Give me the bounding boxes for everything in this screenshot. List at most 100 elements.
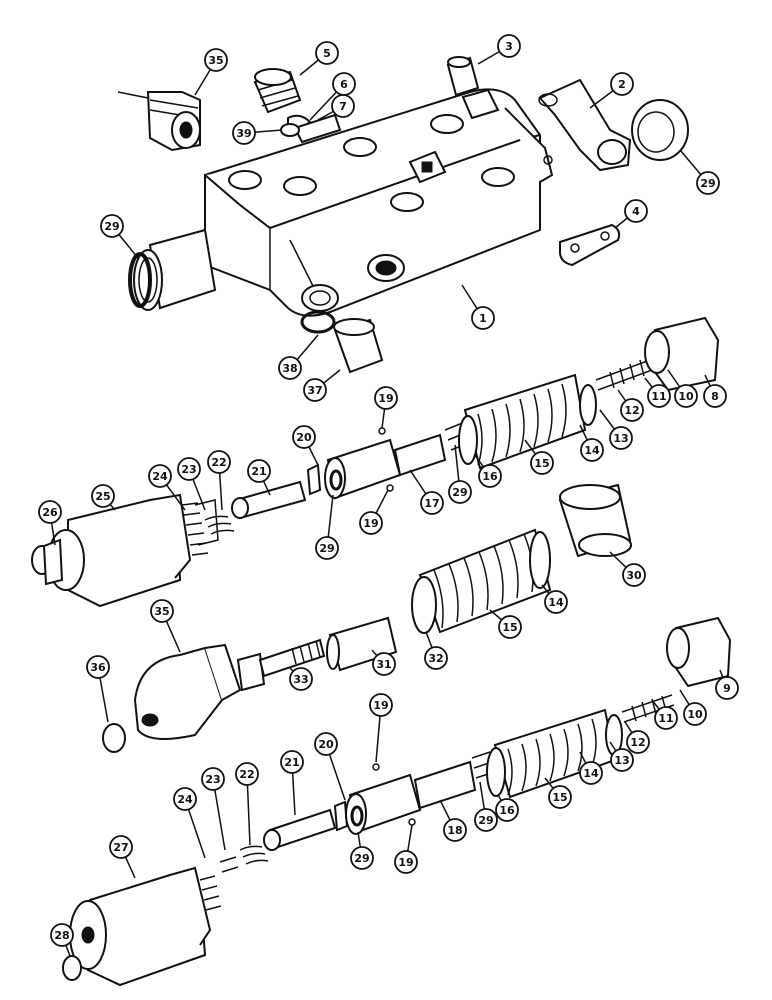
callout-circle bbox=[654, 706, 678, 730]
callout-23: 23 bbox=[177, 457, 201, 481]
callout-14: 14 bbox=[579, 761, 603, 785]
callout-circle bbox=[394, 850, 418, 874]
callout-number: 7 bbox=[339, 100, 347, 113]
callout-circle bbox=[315, 536, 339, 560]
o-ring-38 bbox=[300, 310, 336, 334]
callout-28: 28 bbox=[50, 923, 74, 947]
callout-11: 11 bbox=[654, 706, 678, 730]
callout-number: 11 bbox=[651, 390, 666, 403]
lower-spool-assembly bbox=[69, 616, 732, 987]
callout-number: 39 bbox=[236, 127, 251, 140]
callout-number: 25 bbox=[95, 490, 110, 503]
callout-32: 32 bbox=[424, 646, 448, 670]
callout-20: 20 bbox=[314, 732, 338, 756]
callout-19: 19 bbox=[359, 511, 383, 535]
callout-number: 10 bbox=[678, 390, 694, 403]
callout-number: 16 bbox=[482, 470, 498, 483]
callout-number: 31 bbox=[376, 658, 391, 671]
callout-circle bbox=[474, 808, 498, 832]
callout-14: 14 bbox=[580, 438, 604, 462]
callout-circle bbox=[38, 500, 62, 524]
callout-17: 17 bbox=[420, 491, 444, 515]
callout-20: 20 bbox=[292, 425, 316, 449]
callout-circle bbox=[622, 563, 646, 587]
callout-circle bbox=[91, 484, 115, 508]
callout-number: 28 bbox=[54, 929, 69, 942]
callout-number: 13 bbox=[614, 754, 629, 767]
callout-15: 15 bbox=[530, 451, 554, 475]
callout-24: 24 bbox=[173, 787, 197, 811]
callout-29: 29 bbox=[474, 808, 498, 832]
callout-number: 38 bbox=[282, 362, 297, 375]
callout-number: 29 bbox=[478, 814, 493, 827]
callout-number: 14 bbox=[548, 596, 564, 609]
callout-33: 33 bbox=[289, 667, 313, 691]
callout-circle bbox=[498, 615, 522, 639]
callout-circle bbox=[109, 835, 133, 859]
callout-1: 1 bbox=[471, 306, 495, 330]
callout-31: 31 bbox=[372, 652, 396, 676]
callout-number: 8 bbox=[711, 390, 719, 403]
callout-number: 19 bbox=[363, 517, 378, 530]
callout-circle bbox=[278, 356, 302, 380]
callout-25: 25 bbox=[91, 484, 115, 508]
callout-circle bbox=[715, 676, 739, 700]
callout-number: 35 bbox=[154, 605, 169, 618]
callout-circle bbox=[50, 923, 74, 947]
callout-circle bbox=[530, 451, 554, 475]
callout-2: 2 bbox=[610, 72, 634, 96]
callout-38: 38 bbox=[278, 356, 302, 380]
callout-circle bbox=[448, 480, 472, 504]
callout-circle bbox=[201, 767, 225, 791]
callout-circle bbox=[177, 457, 201, 481]
callout-number: 37 bbox=[307, 384, 322, 397]
callout-36: 36 bbox=[86, 655, 110, 679]
callout-number: 23 bbox=[205, 773, 220, 786]
callout-number: 20 bbox=[296, 431, 312, 444]
callout-number: 29 bbox=[104, 220, 119, 233]
callout-circle bbox=[478, 464, 502, 488]
callout-circle bbox=[303, 378, 327, 402]
callout-circle bbox=[609, 426, 633, 450]
callout-circle bbox=[280, 750, 304, 774]
callout-number: 19 bbox=[398, 856, 413, 869]
callout-number: 29 bbox=[700, 177, 715, 190]
plug-37 bbox=[333, 318, 384, 374]
callout-15: 15 bbox=[498, 615, 522, 639]
callout-circle bbox=[579, 761, 603, 785]
cap-nut-35 bbox=[133, 643, 242, 740]
callout-number: 15 bbox=[534, 457, 549, 470]
bolt-33 bbox=[236, 638, 326, 692]
callout-number: 14 bbox=[583, 767, 599, 780]
callout-circle bbox=[369, 693, 393, 717]
callout-11: 11 bbox=[647, 384, 671, 408]
callout-19: 19 bbox=[369, 693, 393, 717]
valve-body bbox=[133, 88, 554, 317]
callout-number: 33 bbox=[293, 673, 308, 686]
callout-3: 3 bbox=[497, 34, 521, 58]
spring-cap-30 bbox=[558, 483, 632, 558]
callout-35: 35 bbox=[204, 48, 228, 72]
callout-37: 37 bbox=[303, 378, 327, 402]
callout-16: 16 bbox=[478, 464, 502, 488]
callout-number: 1 bbox=[479, 312, 487, 325]
callout-circle bbox=[292, 425, 316, 449]
callout-number: 15 bbox=[502, 621, 517, 634]
callout-circle bbox=[86, 655, 110, 679]
callout-number: 29 bbox=[319, 542, 334, 555]
callout-number: 14 bbox=[584, 444, 600, 457]
callout-39: 39 bbox=[232, 121, 256, 145]
callout-10: 10 bbox=[674, 384, 698, 408]
callout-8: 8 bbox=[703, 384, 727, 408]
callout-circle bbox=[173, 787, 197, 811]
callout-number: 9 bbox=[723, 682, 731, 695]
callout-number: 10 bbox=[687, 708, 703, 721]
callout-number: 24 bbox=[152, 470, 168, 483]
callout-30: 30 bbox=[622, 563, 646, 587]
callout-number: 12 bbox=[630, 736, 645, 749]
callout-6: 6 bbox=[332, 72, 356, 96]
callout-circle bbox=[315, 41, 339, 65]
callout-22: 22 bbox=[235, 762, 259, 786]
callout-18: 18 bbox=[443, 818, 467, 842]
